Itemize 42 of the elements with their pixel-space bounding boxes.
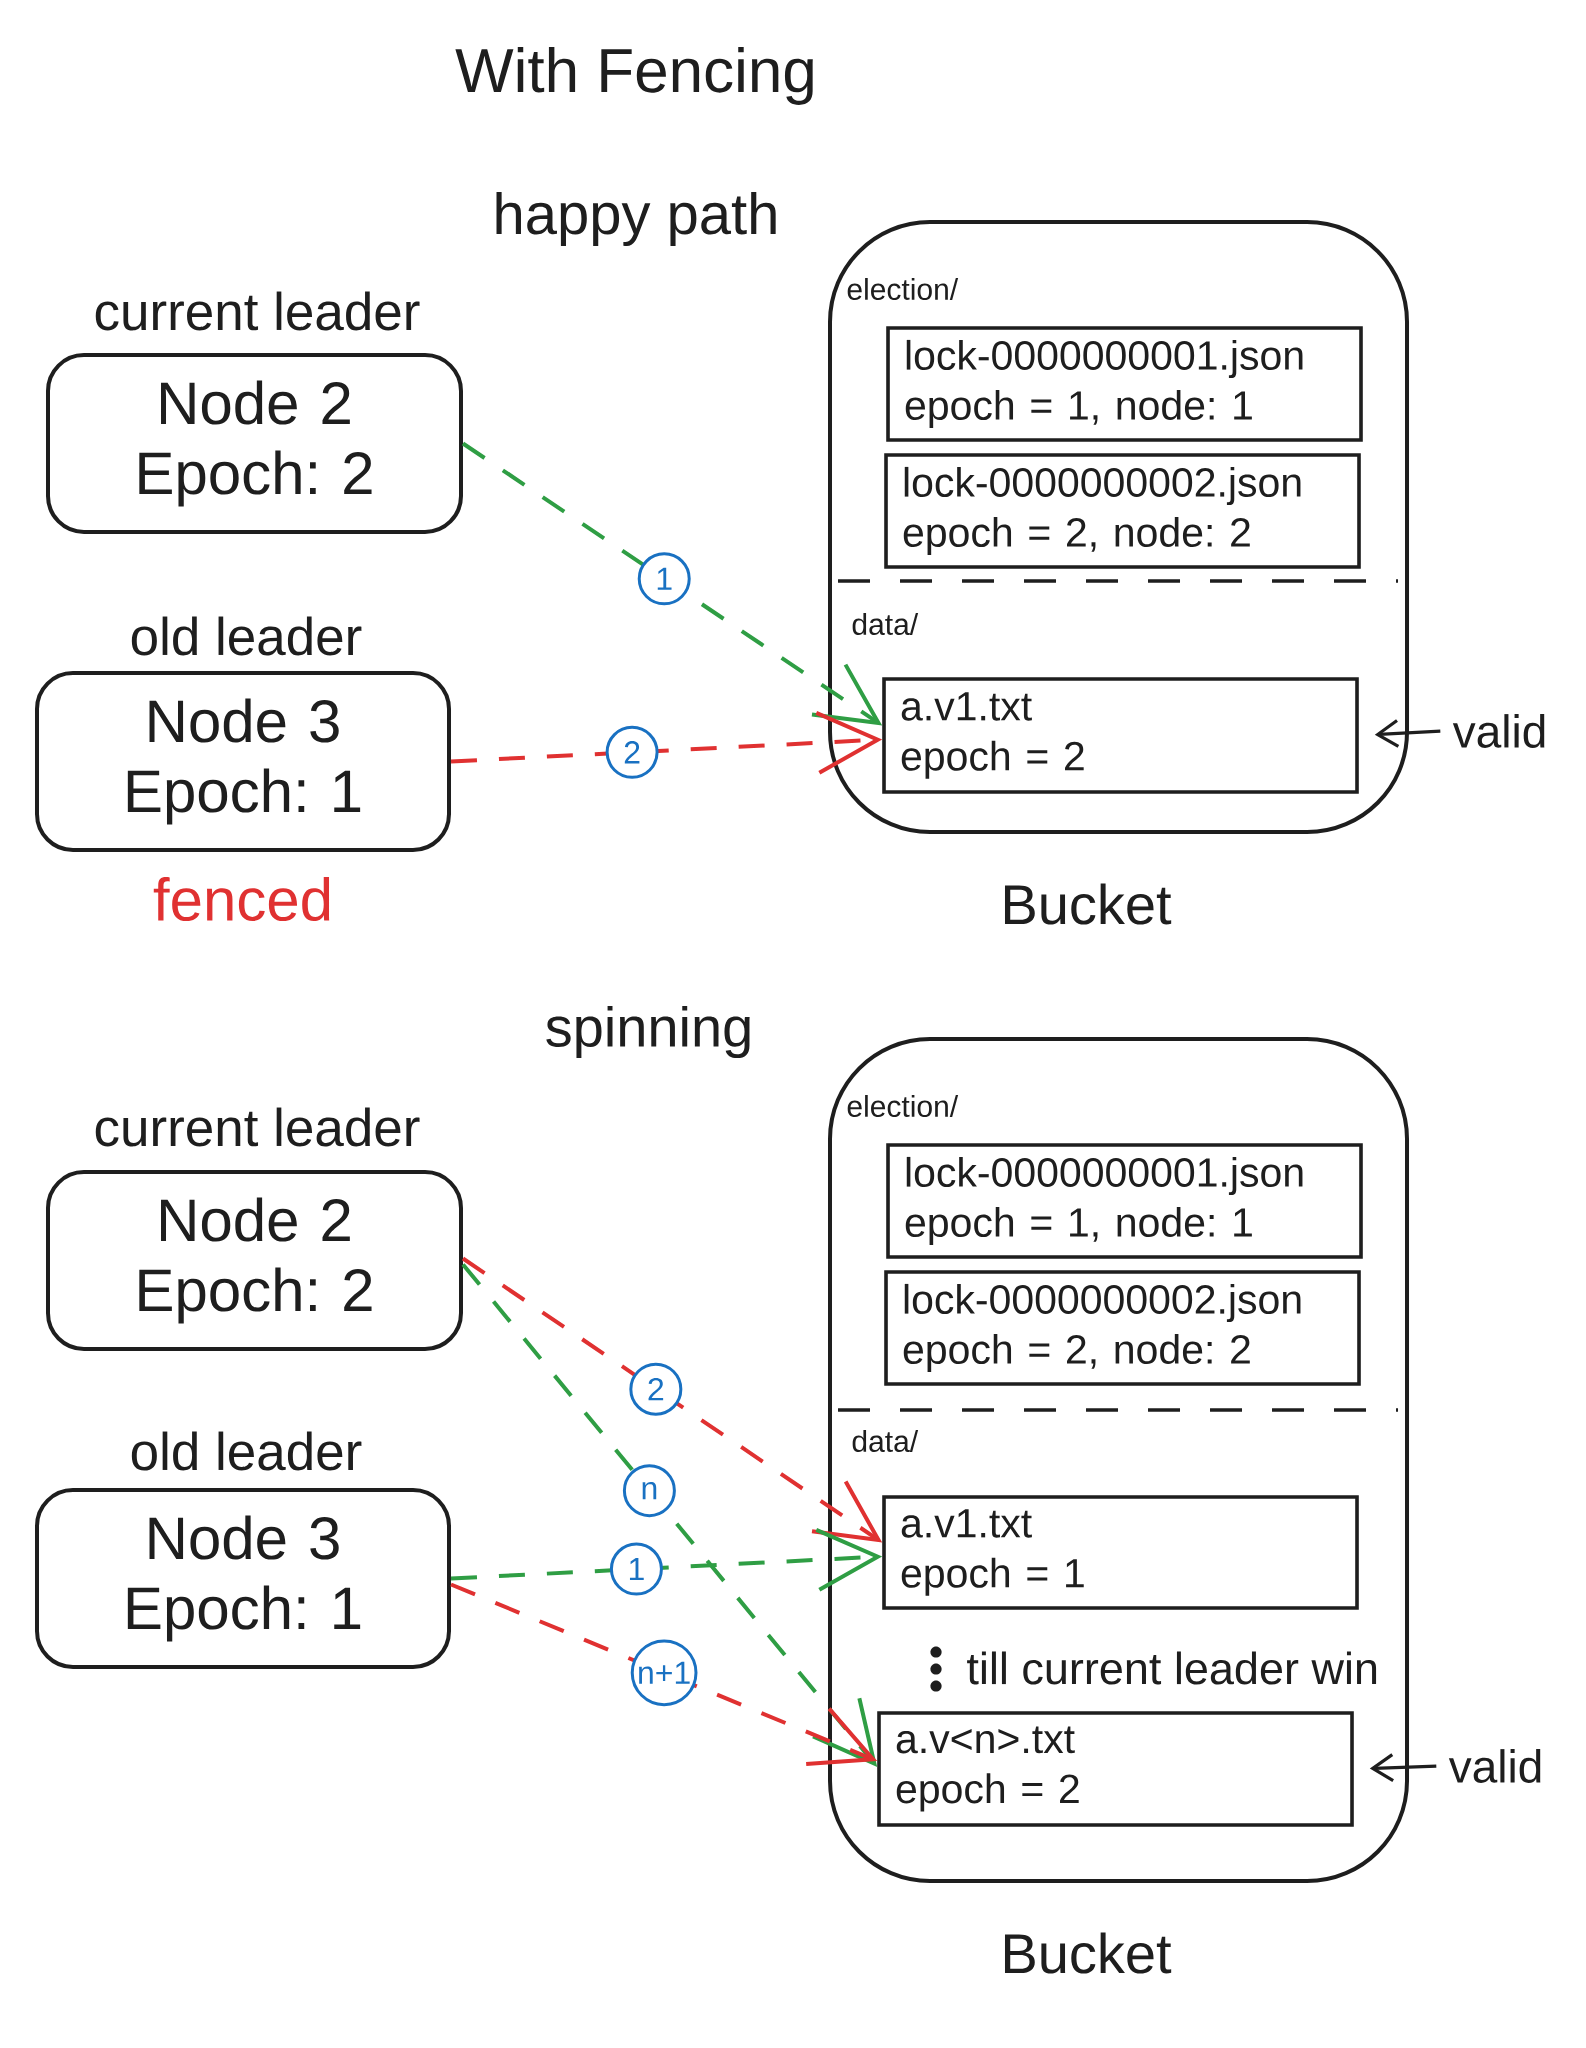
node-heading: current leader: [95, 1107, 420, 1147]
node-box: Node 2 Epoch: 2: [46, 353, 463, 534]
section-heading: happy path: [496, 191, 776, 247]
step-number: 2: [629, 1362, 683, 1416]
step-number: n+1: [630, 1639, 698, 1707]
node-heading: old leader: [131, 616, 362, 656]
file-box: a.v1.txt epoch = 1: [882, 1495, 1359, 1610]
section-heading: spinning: [546, 1005, 750, 1059]
step-number: 1: [609, 1542, 663, 1596]
node-box: Node 2 Epoch: 2: [46, 1170, 463, 1351]
file-box: lock-0000000001.json epoch = 1, node: 1: [886, 1143, 1363, 1259]
dashed-arrow: [461, 441, 883, 726]
dashed-arrow: [461, 1263, 878, 1768]
file-box: a.v<n>.txt epoch = 2: [877, 1711, 1354, 1827]
dashed-arrow: [450, 1582, 878, 1767]
file-box: lock-0000000001.json epoch = 1, node: 1: [886, 326, 1363, 442]
node-box: Node 3 Epoch: 1: [35, 1488, 451, 1669]
dashed-arrow: [450, 711, 883, 775]
node-box: Node 3 Epoch: 1: [35, 671, 451, 852]
folder-label: election/: [847, 1095, 959, 1117]
bucket-label: Bucket: [1005, 883, 1172, 925]
annotation-text: valid: [1452, 714, 1545, 748]
file-box: a.v1.txt epoch = 2: [882, 677, 1359, 794]
node-heading: current leader: [95, 291, 420, 331]
step-number: 2: [605, 725, 659, 779]
file-box: lock-0000000002.json epoch = 2, node: 2: [884, 1270, 1361, 1386]
folder-label: data/: [852, 1430, 919, 1452]
node-heading: old leader: [131, 1431, 362, 1471]
annotation-text: valid: [1448, 1749, 1541, 1783]
folder-label: data/: [852, 613, 919, 635]
step-number: n: [622, 1464, 676, 1518]
step-number: 1: [637, 552, 691, 606]
file-box: lock-0000000002.json epoch = 2, node: 2: [884, 453, 1361, 569]
status-label: fenced: [153, 877, 330, 922]
title: With Fencing: [455, 47, 813, 105]
bucket-label: Bucket: [1005, 1932, 1172, 1974]
note-text: till current leader win: [967, 1651, 1377, 1685]
leader-arrow: [1369, 1753, 1437, 1783]
leader-arrow: [1374, 719, 1441, 748]
dashed-arrow: [461, 1256, 883, 1543]
folder-label: election/: [847, 278, 959, 300]
dashed-arrow: [450, 1528, 883, 1592]
